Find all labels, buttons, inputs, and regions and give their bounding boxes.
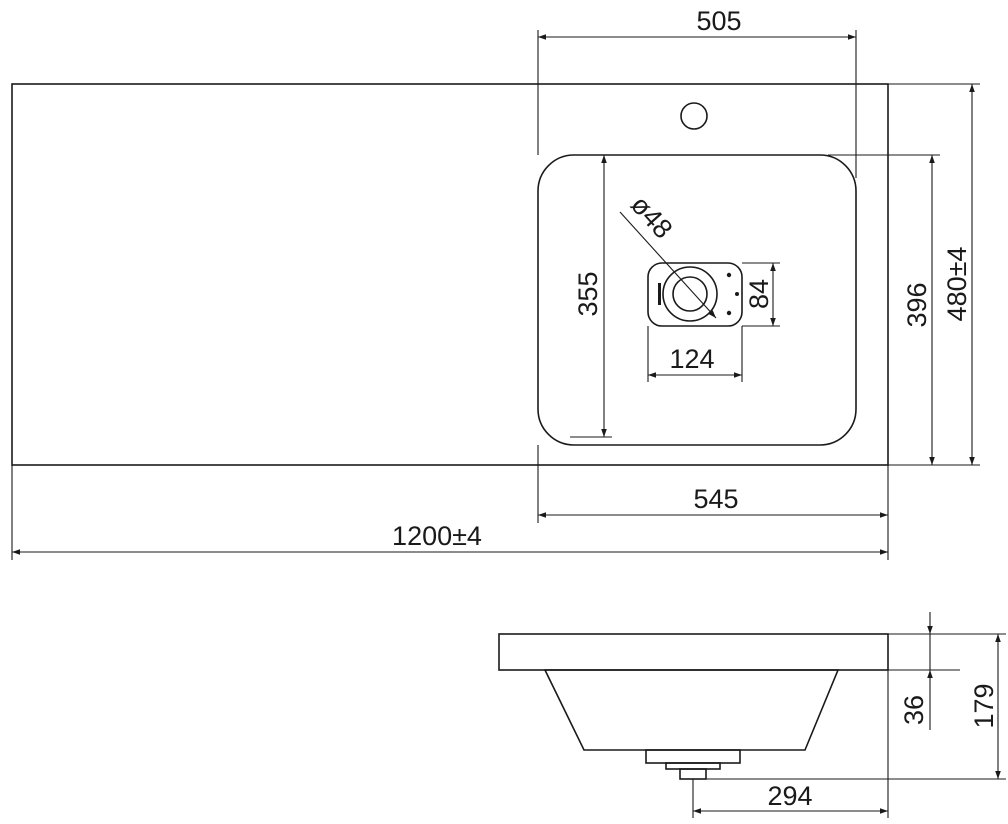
bowl-profile xyxy=(543,669,840,751)
dim-label-179: 179 xyxy=(969,683,999,728)
plate-screw-top xyxy=(726,272,732,278)
tap-hole xyxy=(680,102,708,130)
drain-inner-ring xyxy=(672,276,708,312)
dim-leader-48 xyxy=(619,211,717,319)
drain-spigot xyxy=(679,768,707,780)
drain-flange xyxy=(645,749,741,764)
dim-label-480: 480±4 xyxy=(942,247,972,322)
dim-label-545: 545 xyxy=(693,484,738,514)
dim-label-124: 124 xyxy=(669,344,714,374)
drain-body xyxy=(665,762,721,770)
dim-label-1200: 1200±4 xyxy=(392,521,482,551)
countertop-outline xyxy=(11,83,889,466)
plate-screw-mid xyxy=(735,292,739,296)
drain-plate xyxy=(647,262,743,327)
dim-label-36: 36 xyxy=(899,695,929,725)
dim-label-396: 396 xyxy=(902,282,932,327)
bowl-outline xyxy=(537,154,857,446)
slab-profile xyxy=(498,633,889,671)
dim-label-84: 84 xyxy=(744,279,774,309)
dim-label-355: 355 xyxy=(573,271,603,316)
top-view: 505 355 ø48 84 124 396 480±4 545 xyxy=(11,6,980,560)
dim-label-48: ø48 xyxy=(625,190,678,245)
plate-screw-bottom xyxy=(726,310,732,316)
side-view: 36 179 294 xyxy=(498,612,1006,818)
drain-assembly xyxy=(647,262,743,327)
dim-label-505: 505 xyxy=(696,6,741,36)
dim-label-294: 294 xyxy=(767,781,812,811)
overflow-slot xyxy=(658,283,661,305)
drain-outer-ring xyxy=(662,266,718,322)
